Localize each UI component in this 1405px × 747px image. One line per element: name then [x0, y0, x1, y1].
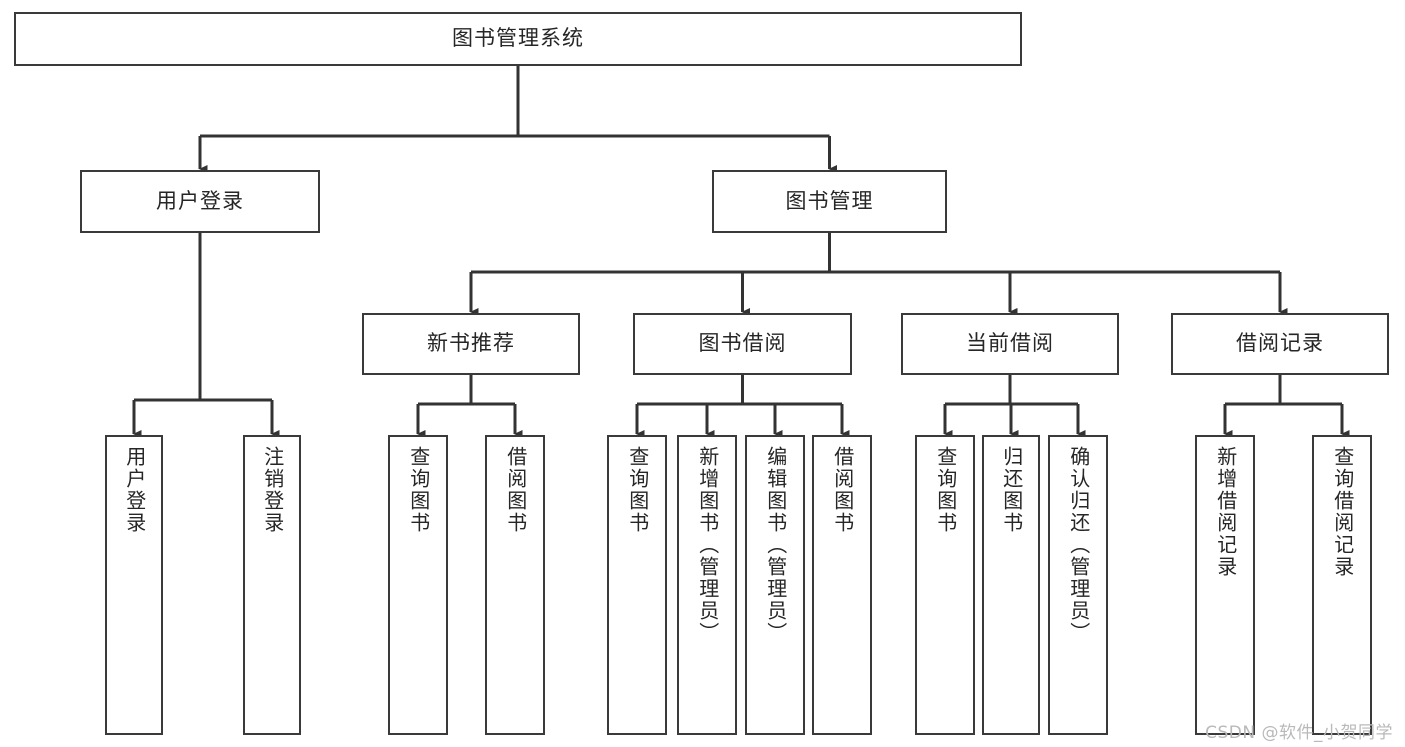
node-new-book-recommend[interactable]: 新书推荐	[362, 313, 580, 375]
leaf-edit-book-admin[interactable]: 编辑图书（管理员）	[745, 435, 805, 735]
leaf-borrow-book-rec[interactable]: 借阅图书	[485, 435, 545, 735]
leaf-add-book-admin-label: 新增图书（管理员）	[695, 446, 720, 644]
node-current-borrow-label: 当前借阅	[966, 331, 1054, 356]
leaf-add-borrow-record-label: 新增借阅记录	[1213, 446, 1238, 578]
leaf-confirm-return-admin[interactable]: 确认归还（管理员）	[1048, 435, 1108, 735]
node-borrow-record-label: 借阅记录	[1236, 331, 1324, 356]
leaf-confirm-return-admin-label: 确认归还（管理员）	[1066, 446, 1091, 644]
leaf-query-borrow-record-label: 查询借阅记录	[1330, 446, 1355, 578]
leaf-add-borrow-record[interactable]: 新增借阅记录	[1195, 435, 1255, 735]
leaf-query-book-rec-label: 查询图书	[406, 446, 431, 534]
node-root[interactable]: 图书管理系统	[14, 12, 1022, 66]
leaf-logout-label: 注销登录	[260, 446, 285, 534]
leaf-borrow-book-label: 借阅图书	[830, 446, 855, 534]
node-new-book-recommend-label: 新书推荐	[427, 331, 515, 356]
leaf-query-book-borrow-label: 查询图书	[625, 446, 650, 534]
node-book-borrow-label: 图书借阅	[698, 331, 787, 356]
leaf-add-book-admin[interactable]: 新增图书（管理员）	[677, 435, 737, 735]
node-user-login[interactable]: 用户登录	[80, 170, 320, 233]
leaf-query-book-current[interactable]: 查询图书	[915, 435, 975, 735]
leaf-user-login-label: 用户登录	[122, 446, 147, 534]
leaf-edit-book-admin-label: 编辑图书（管理员）	[763, 446, 788, 644]
csdn-watermark: CSDN @软件_小贺同学	[1205, 723, 1393, 743]
leaf-return-book[interactable]: 归还图书	[982, 435, 1040, 735]
leaf-borrow-book-rec-label: 借阅图书	[503, 446, 528, 534]
node-root-label: 图书管理系统	[452, 26, 584, 51]
leaf-logout[interactable]: 注销登录	[243, 435, 301, 735]
leaf-query-book-current-label: 查询图书	[933, 446, 958, 534]
node-borrow-record[interactable]: 借阅记录	[1171, 313, 1389, 375]
node-user-login-label: 用户登录	[156, 188, 244, 213]
leaf-user-login[interactable]: 用户登录	[105, 435, 163, 735]
leaf-query-borrow-record[interactable]: 查询借阅记录	[1312, 435, 1372, 735]
node-current-borrow[interactable]: 当前借阅	[901, 313, 1119, 375]
leaf-return-book-label: 归还图书	[999, 446, 1024, 534]
leaf-query-book-borrow[interactable]: 查询图书	[607, 435, 667, 735]
node-book-manage-label: 图书管理	[785, 188, 874, 213]
leaf-borrow-book[interactable]: 借阅图书	[812, 435, 872, 735]
node-book-borrow[interactable]: 图书借阅	[633, 313, 852, 375]
leaf-query-book-rec[interactable]: 查询图书	[388, 435, 448, 735]
node-book-manage[interactable]: 图书管理	[712, 170, 947, 233]
